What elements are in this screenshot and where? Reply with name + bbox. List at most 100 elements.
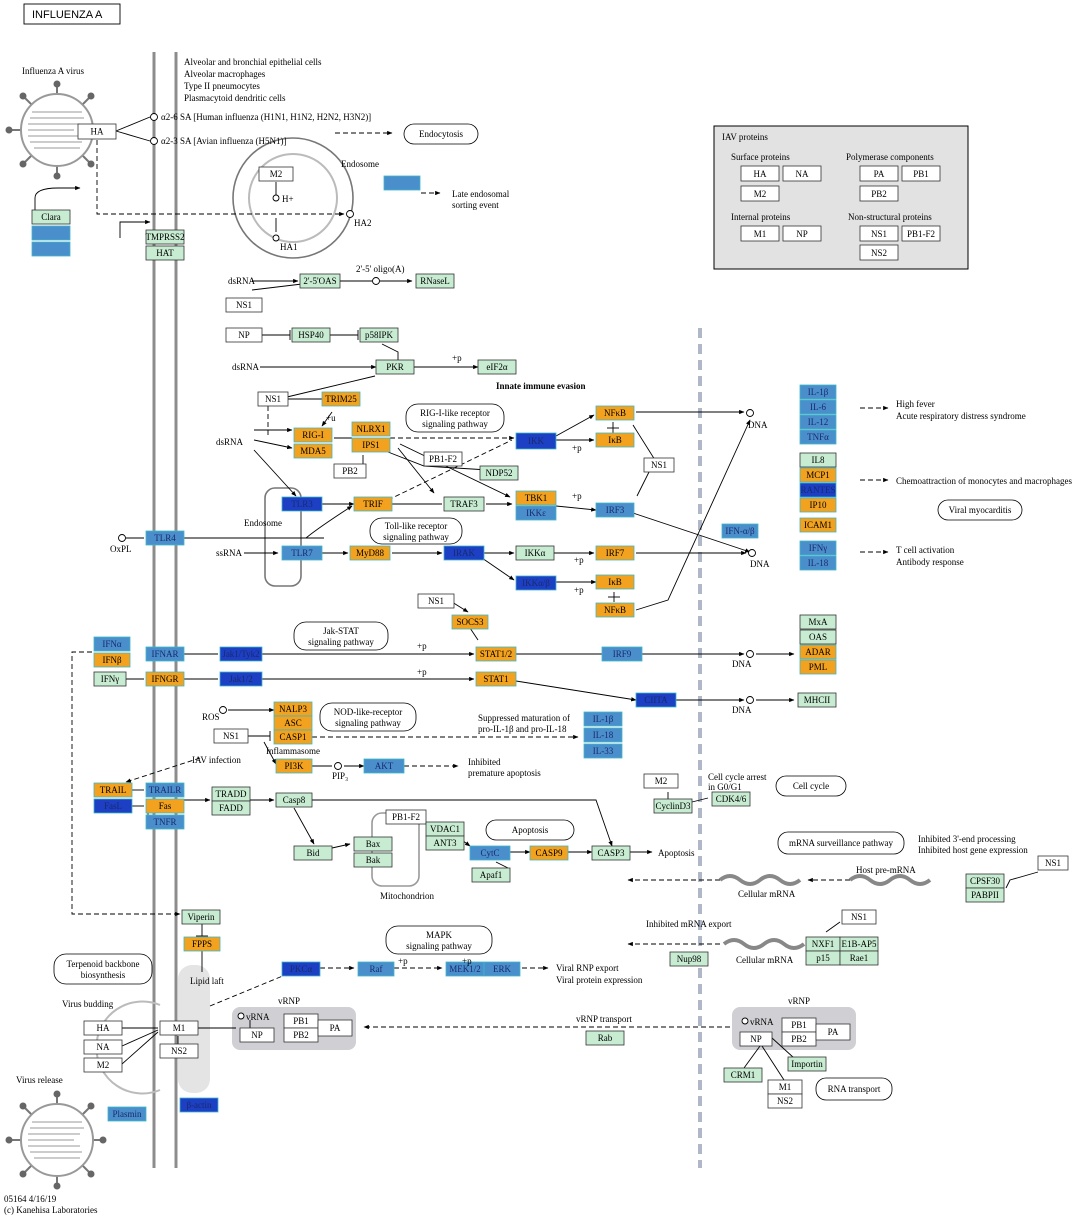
gene-node-importin[interactable]: Importin <box>787 1056 827 1072</box>
gene-node-ips1[interactable]: IPS1 <box>351 437 391 453</box>
gene-node-ifna[interactable]: IFNα <box>93 636 131 652</box>
gene-node-box[interactable] <box>211 800 251 816</box>
gene-node-pb1f2-b[interactable]: PB1-F2 <box>385 809 427 825</box>
gene-node-bid[interactable]: Bid <box>293 845 333 861</box>
gene-node-ikka[interactable]: IKKα <box>515 545 555 561</box>
gene-node-pb1-b[interactable]: PB1 <box>781 1017 817 1033</box>
gene-node-ns2-a[interactable]: NS2 <box>159 1043 199 1059</box>
gene-node-ikke[interactable]: IKKε <box>515 505 557 521</box>
gene-node-m1-a[interactable]: M1 <box>159 1020 199 1036</box>
gene-node-pa-a[interactable]: PA <box>317 1019 353 1037</box>
gene-node-box[interactable] <box>669 951 709 967</box>
gene-node-box[interactable] <box>475 671 517 687</box>
gene-node-box[interactable] <box>225 327 263 343</box>
gene-node-rigi[interactable]: RIG-I <box>293 427 333 443</box>
gene-node-stat1[interactable]: STAT1 <box>475 671 517 687</box>
gene-node-ha-b[interactable]: HA <box>83 1020 123 1036</box>
gene-node-bak[interactable]: Bak <box>353 852 393 868</box>
gene-node-box[interactable] <box>475 646 517 662</box>
gene-node-nxf1[interactable]: NXF1 <box>805 936 841 952</box>
gene-node-bactin[interactable]: β-actin <box>179 1097 219 1113</box>
gene-node-box[interactable] <box>239 1027 275 1043</box>
gene-node-box[interactable] <box>179 1097 219 1113</box>
gene-node-box[interactable] <box>281 545 323 561</box>
gene-node-box[interactable] <box>293 427 333 443</box>
gene-node-box[interactable] <box>299 273 341 289</box>
gene-node-box[interactable] <box>83 1039 123 1055</box>
gene-node-box[interactable] <box>515 432 557 450</box>
pathway-nod[interactable] <box>319 702 417 732</box>
pathway-endocytosis[interactable] <box>403 123 479 145</box>
gene-node-rantes[interactable]: RANTES <box>799 482 837 498</box>
gene-node-pabpii[interactable]: PABPII <box>965 887 1005 903</box>
gene-node-box[interactable] <box>145 814 185 830</box>
gene-node-box[interactable] <box>77 123 117 140</box>
gene-node-pi3k[interactable]: PI3K <box>275 758 313 774</box>
gene-node-clara[interactable]: Clara <box>31 209 71 225</box>
gene-node-box[interactable] <box>275 758 313 774</box>
gene-node-box[interactable] <box>583 711 623 727</box>
gene-node-box[interactable] <box>839 950 879 966</box>
gene-node-box[interactable] <box>799 644 837 660</box>
gene-node-box[interactable] <box>443 496 485 512</box>
gene-node-box[interactable] <box>483 961 521 977</box>
gene-node-box[interactable] <box>965 887 1005 903</box>
gene-node-oas2[interactable]: OAS <box>799 629 837 645</box>
gene-node-ns1-e[interactable]: NS1 <box>213 728 249 744</box>
gene-node-fpps[interactable]: FPPS <box>183 936 221 952</box>
gene-node-nup98[interactable]: Nup98 <box>669 951 709 967</box>
gene-node-box[interactable] <box>451 614 489 630</box>
gene-node-box[interactable] <box>385 809 427 825</box>
gene-node-apaf1[interactable]: Apaf1 <box>471 867 511 883</box>
gene-node-nalp3[interactable]: NALP3 <box>273 701 313 717</box>
gene-node-box[interactable] <box>93 782 133 798</box>
gene-node-box[interactable] <box>799 467 837 483</box>
gene-node-late-b[interactable] <box>383 175 421 191</box>
gene-node-cdk46[interactable]: CDK4/6 <box>711 791 751 807</box>
gene-node-box[interactable] <box>515 490 557 506</box>
gene-node-box[interactable] <box>145 530 185 546</box>
gene-node-pkca[interactable]: PKCα <box>281 961 321 977</box>
gene-node-tbk1[interactable]: TBK1 <box>515 490 557 506</box>
gene-node-il18[interactable]: IL-18 <box>583 727 623 743</box>
gene-node-tnfr[interactable]: TNFR <box>145 814 185 830</box>
gene-node-crm1[interactable]: CRM1 <box>723 1067 763 1083</box>
gene-node-ns1-d[interactable]: NS1 <box>417 593 455 609</box>
gene-node-mda5[interactable]: MDA5 <box>293 443 333 459</box>
pathway-mapk[interactable] <box>385 925 493 955</box>
pathway-cell-cycle[interactable] <box>775 775 847 797</box>
gene-node-box[interactable] <box>159 1043 199 1059</box>
gene-node-box[interactable] <box>815 1023 851 1041</box>
gene-node-ant3[interactable]: ANT3 <box>425 835 465 851</box>
gene-node-box[interactable] <box>477 359 517 375</box>
gene-node-box[interactable] <box>145 671 185 687</box>
gene-node-irf7[interactable]: IRF7 <box>595 545 635 561</box>
gene-node-pb2[interactable]: PB2 <box>333 463 367 479</box>
gene-node-box[interactable] <box>317 1019 353 1037</box>
gene-node-box[interactable] <box>145 798 185 814</box>
gene-node-casp8[interactable]: Casp8 <box>275 792 313 808</box>
pathway-terpenoid[interactable] <box>53 953 153 985</box>
gene-node-box[interactable] <box>787 1056 827 1072</box>
gene-node-box[interactable] <box>799 614 837 630</box>
gene-node-box[interactable] <box>799 429 837 445</box>
gene-node-fasl[interactable]: FasL <box>93 798 133 814</box>
gene-node-bax[interactable]: Bax <box>353 836 393 852</box>
gene-node-box[interactable] <box>841 909 877 925</box>
gene-node-fadd[interactable]: FADD <box>211 800 251 816</box>
gene-node-box[interactable] <box>258 166 294 182</box>
gene-node-box[interactable] <box>415 273 455 289</box>
gene-node-box[interactable] <box>515 505 557 521</box>
gene-node-ifnar[interactable]: IFNAR <box>145 646 185 662</box>
gene-node-ns1-f[interactable]: NS1 <box>1037 855 1069 871</box>
gene-node-vdac1[interactable]: VDAC1 <box>425 821 465 837</box>
gene-node-box[interactable] <box>31 225 71 241</box>
gene-node-np-c[interactable]: NP <box>739 1031 773 1047</box>
gene-node-ndp52[interactable]: NDP52 <box>479 465 519 481</box>
gene-node-box[interactable] <box>529 845 569 861</box>
gene-node-box[interactable] <box>353 836 393 852</box>
gene-node-box[interactable] <box>595 602 635 618</box>
gene-node-trif[interactable]: TRIF <box>353 496 393 512</box>
gene-node-box[interactable] <box>83 1020 123 1036</box>
gene-node-ikb-b[interactable]: IκB <box>595 574 635 590</box>
